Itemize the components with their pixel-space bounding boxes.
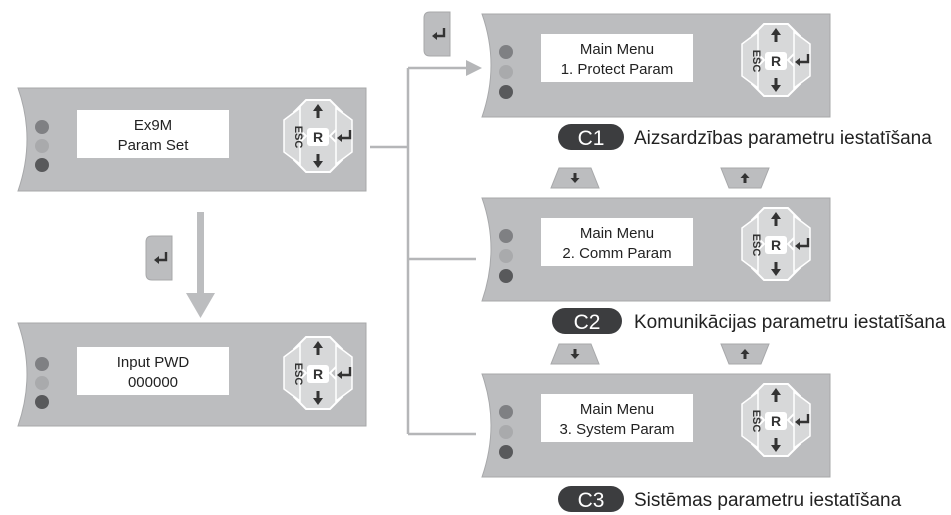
led-indicator <box>499 425 513 439</box>
esc-key-label: ESC <box>292 126 304 149</box>
lcd-line-2: 000000 <box>128 374 178 391</box>
section-caption: Aizsardzības parametru iestatīšana <box>634 128 932 149</box>
section-badge-label: C3 <box>578 489 605 512</box>
enter-icon <box>337 130 352 142</box>
lcd-display <box>541 394 693 442</box>
esc-key-label: ESC <box>750 50 762 73</box>
arrow-up-icon <box>313 104 323 118</box>
lcd-line-2: Param Set <box>118 137 190 154</box>
section-c3: C3 Sistēmas parametru iestatīšana <box>558 486 902 512</box>
reset-key-label: R <box>771 53 781 69</box>
led-indicator <box>35 139 49 153</box>
transition-arrow-down <box>186 212 215 318</box>
lcd-display <box>541 218 693 266</box>
lcd-line-2: 2. Comm Param <box>562 245 671 262</box>
esc-key-label: ESC <box>750 234 762 257</box>
led-indicator <box>499 405 513 419</box>
lcd-display <box>77 347 229 395</box>
device-panel-param-set: Ex9M Param Set ESC R <box>17 87 367 192</box>
lcd-display <box>77 110 229 158</box>
arrow-up-icon <box>771 28 781 42</box>
reset-key <box>307 365 329 383</box>
section-badge-label: C1 <box>578 127 605 150</box>
enter-key <box>423 11 451 57</box>
led-indicator <box>499 229 513 243</box>
lcd-line-1: Main Menu <box>580 225 654 242</box>
arrow-down-icon <box>771 262 781 276</box>
device-panel-input-pwd: Input PWD 000000 ESC R <box>17 322 367 427</box>
led-indicator <box>499 85 513 99</box>
connector-lines <box>370 60 482 436</box>
device-panel-main-menu-1: Main Menu 1. Protect Param ESC R <box>481 13 831 118</box>
enter-icon <box>154 252 168 264</box>
led-indicator <box>35 395 49 409</box>
down-key <box>550 343 600 365</box>
lcd-display <box>541 34 693 82</box>
arrow-up-icon <box>740 349 750 359</box>
connector-arrowhead <box>466 60 482 76</box>
arrow-down-icon <box>313 391 323 405</box>
lcd-line-1: Input PWD <box>117 354 190 371</box>
enter-icon <box>795 238 810 250</box>
led-indicator <box>499 269 513 283</box>
section-caption: Komunikācijas parametru iestatīšana <box>634 312 946 333</box>
up-key <box>720 167 770 189</box>
down-key <box>550 167 600 189</box>
led-indicator <box>35 120 49 134</box>
enter-icon <box>432 28 446 40</box>
arrow-up-icon <box>740 173 750 183</box>
keypad: ESC R <box>741 383 811 457</box>
keypad: ESC R <box>283 99 353 173</box>
led-indicator <box>35 376 49 390</box>
keypad: ESC R <box>741 207 811 281</box>
up-key <box>720 343 770 365</box>
led-indicator <box>499 65 513 79</box>
arrow-down-icon <box>570 349 580 359</box>
enter-key <box>145 235 173 281</box>
lcd-line-1: Ex9M <box>134 117 172 134</box>
keypad: ESC R <box>741 23 811 97</box>
reset-key-label: R <box>771 413 781 429</box>
section-c1: C1 Aizsardzības parametru iestatīšana <box>558 124 932 150</box>
lcd-line-2: 1. Protect Param <box>561 61 674 78</box>
reset-key-label: R <box>313 366 323 382</box>
reset-key <box>307 128 329 146</box>
arrow-down-icon <box>570 173 580 183</box>
led-indicator <box>499 249 513 263</box>
section-badge-label: C2 <box>574 311 601 334</box>
esc-key-label: ESC <box>292 363 304 386</box>
reset-key <box>765 236 787 254</box>
enter-icon <box>337 367 352 379</box>
arrow-down-icon <box>771 78 781 92</box>
device-panel-main-menu-3: Main Menu 3. System Param ESC R <box>481 373 831 478</box>
led-indicator <box>35 158 49 172</box>
keypad: ESC R <box>283 336 353 410</box>
reset-key <box>765 52 787 70</box>
section-badge <box>558 124 624 150</box>
lcd-line-1: Main Menu <box>580 41 654 58</box>
reset-key-label: R <box>771 237 781 253</box>
section-badge <box>552 308 622 334</box>
lcd-line-2: 3. System Param <box>559 421 674 438</box>
esc-key-label: ESC <box>750 410 762 433</box>
led-indicator <box>499 445 513 459</box>
reset-key-label: R <box>313 129 323 145</box>
arrow-down-icon <box>771 438 781 452</box>
enter-icon <box>795 54 810 66</box>
arrow-up-icon <box>313 341 323 355</box>
led-indicator <box>499 45 513 59</box>
device-panel-main-menu-2: Main Menu 2. Comm Param ESC R <box>481 197 831 302</box>
enter-icon <box>795 414 810 426</box>
arrow-up-icon <box>771 212 781 226</box>
arrow-down-icon <box>313 154 323 168</box>
section-caption: Sistēmas parametru iestatīšana <box>634 490 902 511</box>
section-badge <box>558 486 624 512</box>
reset-key <box>765 412 787 430</box>
lcd-line-1: Main Menu <box>580 401 654 418</box>
led-indicator <box>35 357 49 371</box>
section-c2: C2 Komunikācijas parametru iestatīšana <box>552 308 946 334</box>
arrow-up-icon <box>771 388 781 402</box>
